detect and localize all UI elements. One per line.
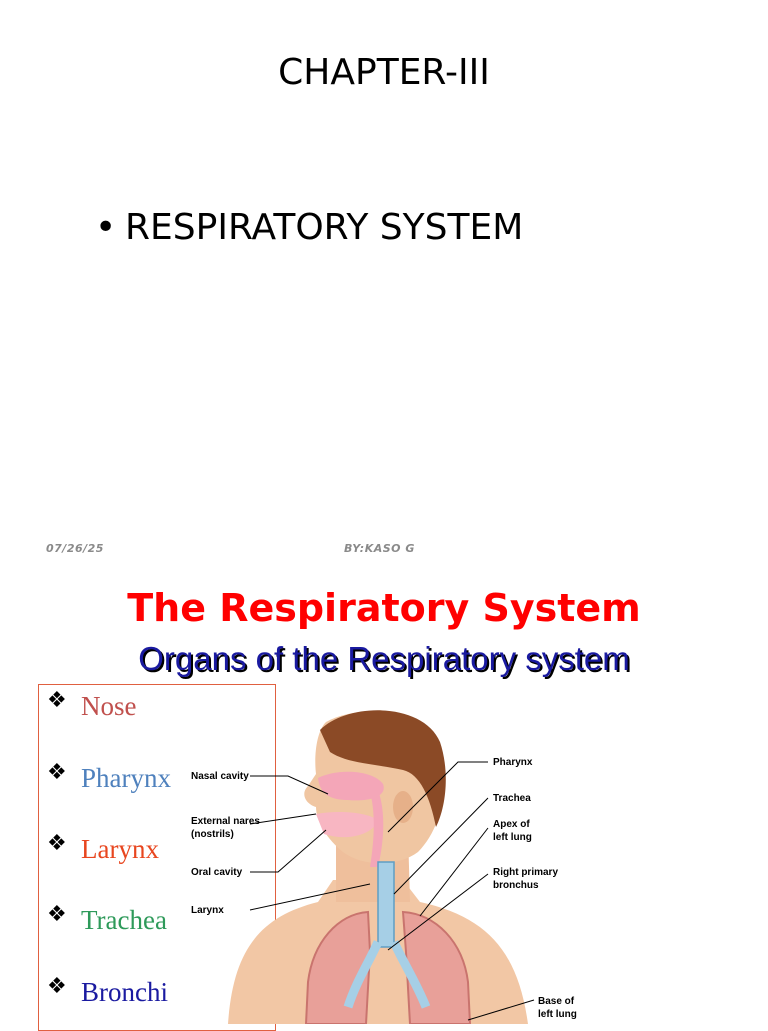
bronchi-shape <box>343 940 431 1009</box>
bullet-dot-icon: • <box>95 207 117 248</box>
label-apex-line1: Apex of <box>493 819 530 830</box>
slide-title: The Respiratory System <box>127 586 641 630</box>
label-pharynx: Pharynx <box>493 757 533 768</box>
label-apex-line2: left lung <box>493 832 532 843</box>
label-base-line1: Base of <box>538 996 575 1007</box>
label-trachea: Trachea <box>493 793 531 804</box>
label-oral-cavity: Oral cavity <box>191 867 243 878</box>
organ-label: Bronchi <box>81 977 168 1007</box>
organ-item: ❖ Larynx <box>47 830 159 865</box>
topic-bullet-text: RESPIRATORY SYSTEM <box>125 207 524 248</box>
organ-label: Pharynx <box>81 763 171 793</box>
diamond-bullet-icon: ❖ <box>47 973 67 998</box>
label-nasal-cavity: Nasal cavity <box>191 771 249 782</box>
footer-date: 07/26/25 <box>46 542 104 555</box>
trachea-shape <box>377 861 395 948</box>
diamond-bullet-icon: ❖ <box>47 830 67 855</box>
respiratory-anatomy-diagram: Nasal cavity External nares (nostrils) O… <box>191 710 577 1024</box>
label-nostrils: (nostrils) <box>191 829 234 840</box>
chapter-title: CHAPTER-III <box>278 52 490 93</box>
diamond-bullet-icon: ❖ <box>47 687 67 712</box>
ear-shape <box>393 791 413 823</box>
hair-shape <box>320 710 446 827</box>
footer-author: BY:KASO G <box>344 542 415 555</box>
organ-label: Nose <box>81 691 137 721</box>
organ-item: ❖ Trachea <box>47 901 167 936</box>
topic-bullet: •RESPIRATORY SYSTEM <box>95 207 523 248</box>
slide-subtitle: Organs of the Respiratory system <box>138 640 630 677</box>
organ-label: Larynx <box>81 834 159 864</box>
slide-respiratory-system: The Respiratory System Organs of the Res… <box>0 562 768 1031</box>
organ-item: ❖ Bronchi <box>47 973 168 1008</box>
diamond-bullet-icon: ❖ <box>47 901 67 926</box>
organ-list: ❖ Nose ❖ Pharynx ❖ Larynx ❖ Trachea ❖ Bronchi <box>38 684 276 1031</box>
organ-item: ❖ Nose <box>47 687 137 722</box>
pharynx-shape <box>370 790 384 867</box>
label-bronchus-line1: Right primary <box>493 867 558 878</box>
organ-item: ❖ Pharynx <box>47 759 171 794</box>
label-base-line2: left lung <box>538 1009 577 1020</box>
label-larynx: Larynx <box>191 905 224 916</box>
nasal-cavity-shape <box>318 771 384 801</box>
leader-lines <box>249 761 535 1021</box>
label-bronchus-line2: bronchus <box>493 880 539 891</box>
oral-cavity-shape <box>316 812 378 838</box>
slide-chapter-title: CHAPTER-III •RESPIRATORY SYSTEM 07/26/25… <box>46 52 524 555</box>
label-external-nares: External nares <box>191 816 260 827</box>
diamond-bullet-icon: ❖ <box>47 759 67 784</box>
organ-label: Trachea <box>81 905 167 935</box>
